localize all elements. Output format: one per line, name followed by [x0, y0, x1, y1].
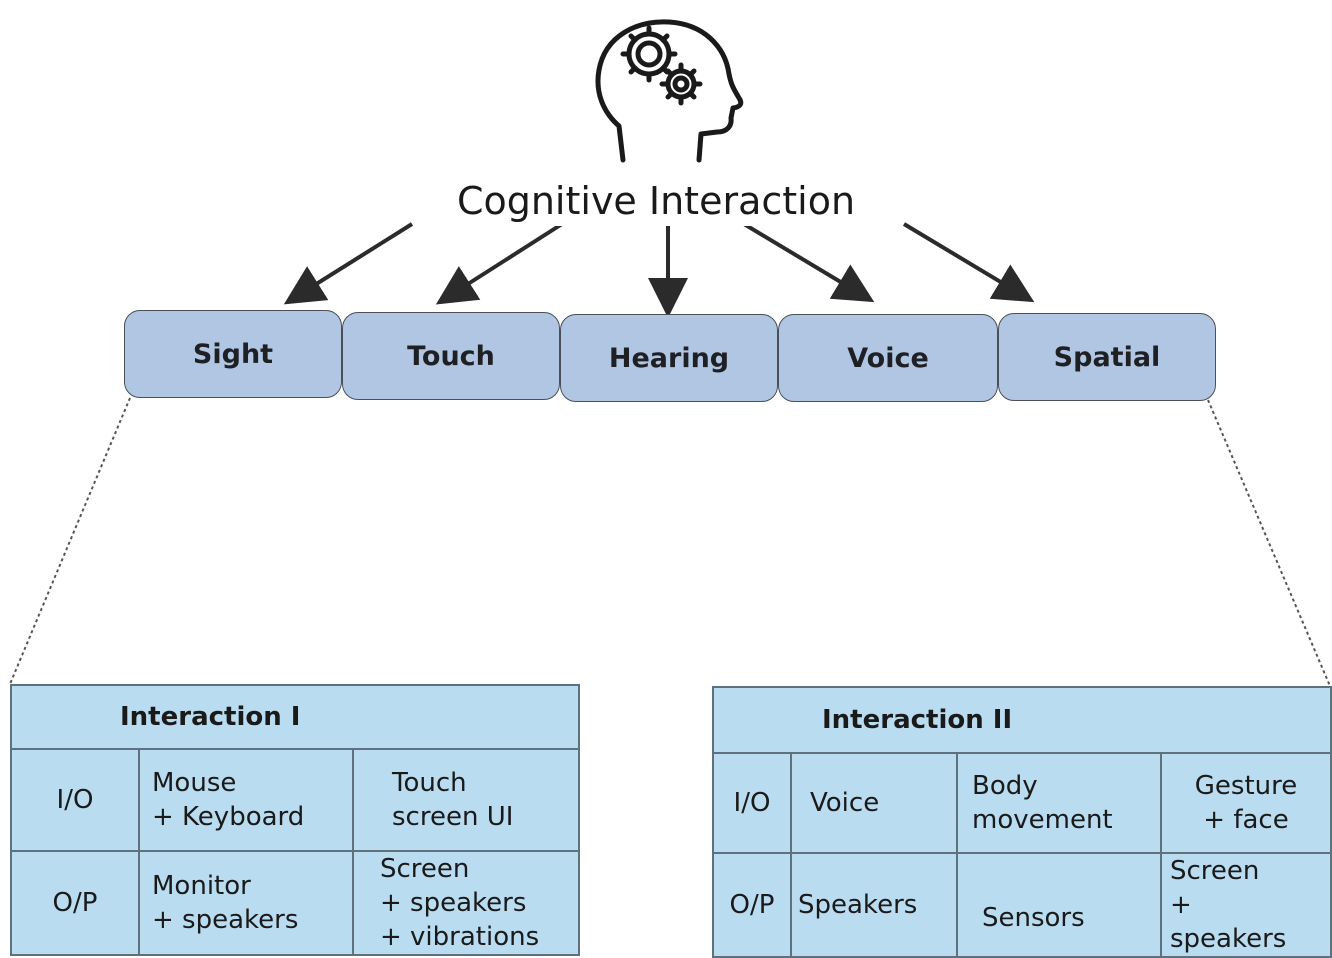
interaction-2-op-cell-1: Speakers — [790, 852, 958, 958]
interaction-2-io-label: I/O — [712, 752, 792, 854]
interaction-1-io-cell-2: Touch screen UI — [352, 748, 580, 852]
interaction-2-op-cell-3: Screen + speakers — [1160, 852, 1332, 958]
interaction-2-op-cell-2: Sensors — [956, 852, 1162, 958]
interaction-1-op-label: O/P — [10, 850, 140, 956]
interaction-1-op-cell-2: Screen + speakers + vibrations — [352, 850, 580, 956]
interaction-1-op-cell-1: Monitor + speakers — [138, 850, 354, 956]
interaction-1-table: Interaction I I/O Mouse + Keyboard Touch… — [10, 684, 580, 956]
dotted-connector-right — [1207, 399, 1331, 687]
head-with-gears-icon — [595, 19, 744, 163]
interaction-2-table: Interaction II I/O Voice Body movement G… — [712, 686, 1332, 958]
interaction-1-title: Interaction I — [10, 684, 580, 750]
sense-box-sight: Sight — [124, 310, 342, 398]
arrow-to-touch — [435, 222, 564, 305]
interaction-2-title: Interaction II — [712, 686, 1332, 754]
sense-box-hearing: Hearing — [560, 314, 778, 402]
interaction-2-io-cell-2: Body movement — [956, 752, 1162, 854]
arrow-to-spatial — [902, 222, 1035, 303]
interaction-1-io-label: I/O — [10, 748, 140, 852]
diagram-title: Cognitive Interaction — [416, 176, 896, 226]
interaction-2-io-cell-3: Gesture + face — [1160, 752, 1332, 854]
arrow-to-sight — [283, 222, 414, 305]
arrow-to-voice — [742, 222, 875, 303]
dotted-connector-left — [9, 397, 131, 685]
interaction-2-io-cell-1: Voice — [790, 752, 958, 854]
sense-box-voice: Voice — [778, 314, 998, 402]
sense-box-spatial: Spatial — [998, 313, 1216, 401]
interaction-1-io-cell-1: Mouse + Keyboard — [138, 748, 354, 852]
interaction-2-op-label: O/P — [712, 852, 792, 958]
sense-box-touch: Touch — [342, 312, 560, 400]
